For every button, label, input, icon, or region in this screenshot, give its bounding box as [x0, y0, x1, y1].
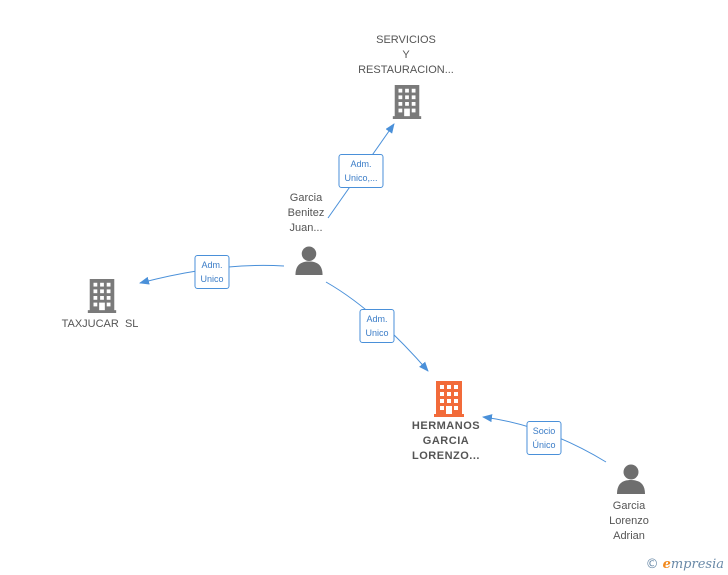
- brand-logo-text: mpresia: [670, 557, 724, 572]
- copyright-icon: ©: [645, 557, 659, 572]
- building-icon[interactable]: [392, 85, 422, 119]
- node-label-line: Adrian: [613, 530, 645, 542]
- building-icon[interactable]: [87, 279, 117, 313]
- edge-label-e2[interactable]: Adm. Unico: [194, 255, 230, 289]
- edge-label-line: Adm.: [350, 159, 372, 169]
- node-label-line: TAXJUCAR SL: [61, 318, 139, 330]
- brand-logo-e: e: [662, 557, 671, 572]
- node-label-garcia-benitez[interactable]: Garcia Benitez Juan...: [288, 191, 325, 236]
- node-label-line: RESTAURACION...: [358, 64, 454, 76]
- edge-label-line: Unico: [365, 328, 389, 338]
- building-icon[interactable]: [434, 381, 464, 417]
- node-label-line: SERVICIOS: [376, 34, 436, 46]
- edge-label-line: Adm.: [201, 260, 223, 270]
- person-icon[interactable]: [617, 464, 645, 495]
- node-label-line: HERMANOS: [411, 420, 481, 432]
- node-label-line: GARCIA: [422, 435, 470, 447]
- node-label-taxjucar[interactable]: TAXJUCAR SL: [62, 317, 139, 332]
- edge-label-line: Adm.: [366, 314, 388, 324]
- edge-label-line: Unico: [200, 274, 224, 284]
- edge-label-line: Único: [532, 440, 556, 450]
- node-label-line: Benitez: [287, 207, 325, 219]
- node-label-line: Garcia: [289, 192, 323, 204]
- edge-label-e1[interactable]: Adm. Unico,...: [338, 154, 384, 188]
- node-label-line: Lorenzo: [609, 515, 649, 527]
- node-label-hermanos[interactable]: HERMANOS GARCIA LORENZO...: [412, 419, 480, 464]
- node-label-line: Garcia: [612, 500, 646, 512]
- edge-label-e3[interactable]: Adm. Unico: [359, 309, 395, 343]
- edge-label-line: Socio: [532, 426, 556, 436]
- node-label-servicios[interactable]: SERVICIOS Y RESTAURACION...: [358, 33, 454, 78]
- person-icon[interactable]: [295, 246, 323, 275]
- edge-label-e4[interactable]: Socio Único: [526, 421, 562, 455]
- node-label-line: Y: [402, 49, 410, 61]
- node-label-line: LORENZO...: [412, 450, 480, 462]
- node-label-garcia-lorenzo[interactable]: Garcia Lorenzo Adrian: [609, 499, 649, 544]
- brand-footer[interactable]: ©empresia: [646, 557, 724, 572]
- edge-label-line: Unico,...: [344, 173, 378, 183]
- node-label-line: Juan...: [289, 222, 323, 234]
